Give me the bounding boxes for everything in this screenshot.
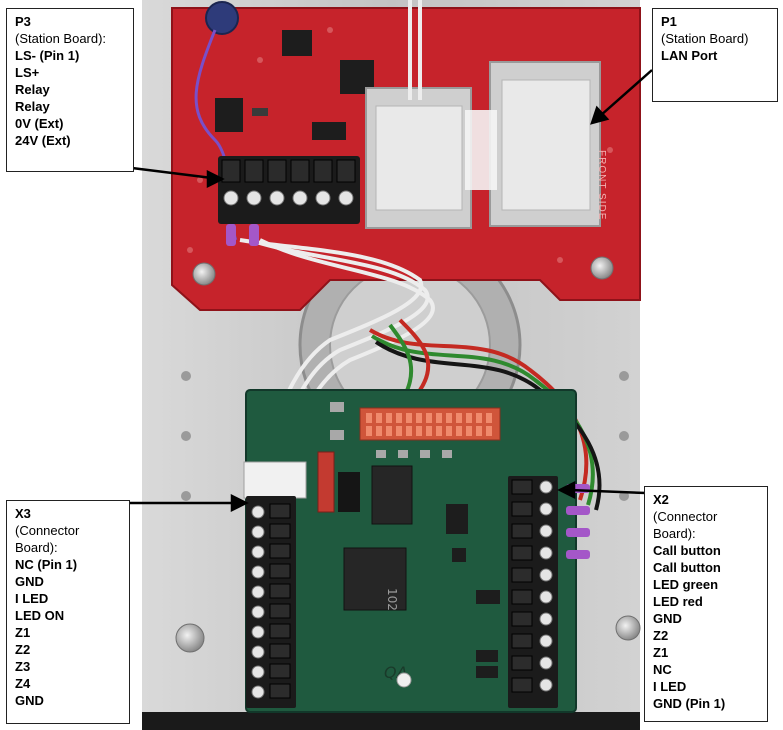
pin-label: 24V (Ext)	[15, 133, 71, 148]
lan-port	[365, 61, 601, 229]
pin-label: LAN Port	[661, 48, 718, 63]
callout-p3-pins: LS- (Pin 1) LS+ Relay Relay 0V (Ext) 24V…	[15, 47, 125, 149]
relay-bottom	[343, 547, 407, 611]
callout-x3-subtitle: (Connector Board):	[15, 523, 80, 555]
pin-label: Call button	[653, 560, 721, 575]
pin-label: LED green	[653, 577, 719, 592]
pin-label: GND	[653, 611, 682, 626]
pin-label: GND	[15, 693, 44, 708]
pin-label: Z1	[653, 645, 669, 660]
callout-x2-pins: Call button Call button LED green LED re…	[653, 542, 759, 712]
pin-label: LS+	[15, 65, 40, 80]
callout-p3-subtitle: (Station Board):	[15, 31, 107, 46]
x3-terminal-block	[246, 496, 296, 708]
pin-label: 0V (Ext)	[15, 116, 64, 131]
callout-p3: P3 (Station Board): LS- (Pin 1) LS+ Rela…	[6, 8, 134, 172]
pin-label: Z1	[15, 625, 31, 640]
callout-p1-subtitle: (Station Board)	[661, 31, 749, 46]
callout-p1: P1 (Station Board) LAN Port	[652, 8, 778, 102]
callout-arrows	[128, 69, 653, 513]
housing-holes	[181, 371, 629, 501]
callout-x3-pins: NC (Pin 1) GND I LED LED ON Z1 Z2 Z3 Z4 …	[15, 556, 121, 709]
callout-x2-subtitle: (Connector Board):	[653, 509, 718, 541]
pin-label: GND (Pin 1)	[653, 696, 726, 711]
relay-top	[371, 465, 413, 525]
callout-x2-title: X2	[653, 492, 669, 507]
board-silkscreen: FRONT SIDE	[596, 150, 607, 221]
pin-label: Call button	[653, 543, 721, 558]
pin-label: Z3	[15, 659, 31, 674]
callout-x3-title: X3	[15, 506, 31, 521]
relay-marking: 102	[385, 588, 399, 611]
x2-terminal-block	[508, 476, 590, 708]
pin-label: Z2	[15, 642, 31, 657]
pin-label: Relay	[15, 99, 50, 114]
callout-x3: X3 (Connector Board): NC (Pin 1) GND I L…	[6, 500, 130, 724]
pin-label: I LED	[653, 679, 687, 694]
pin-label: Relay	[15, 82, 50, 97]
p3-terminal-block	[218, 156, 360, 246]
pin-label: GND	[15, 574, 44, 589]
callout-p1-pins: LAN Port	[661, 47, 769, 64]
callout-x2: X2 (Connector Board): Call button Call b…	[644, 486, 768, 722]
pin-label: LED ON	[15, 608, 65, 623]
pin-label: NC	[653, 662, 672, 677]
pin-label: I LED	[15, 591, 49, 606]
pin-label: Z2	[653, 628, 669, 643]
callout-p1-title: P1	[661, 14, 677, 29]
callout-p3-title: P3	[15, 14, 31, 29]
pin-label: Z4	[15, 676, 31, 691]
white-connector	[243, 461, 307, 499]
pin-label: LS- (Pin 1)	[15, 48, 80, 63]
pin-label: NC (Pin 1)	[15, 557, 78, 572]
pin-label: LED red	[653, 594, 703, 609]
